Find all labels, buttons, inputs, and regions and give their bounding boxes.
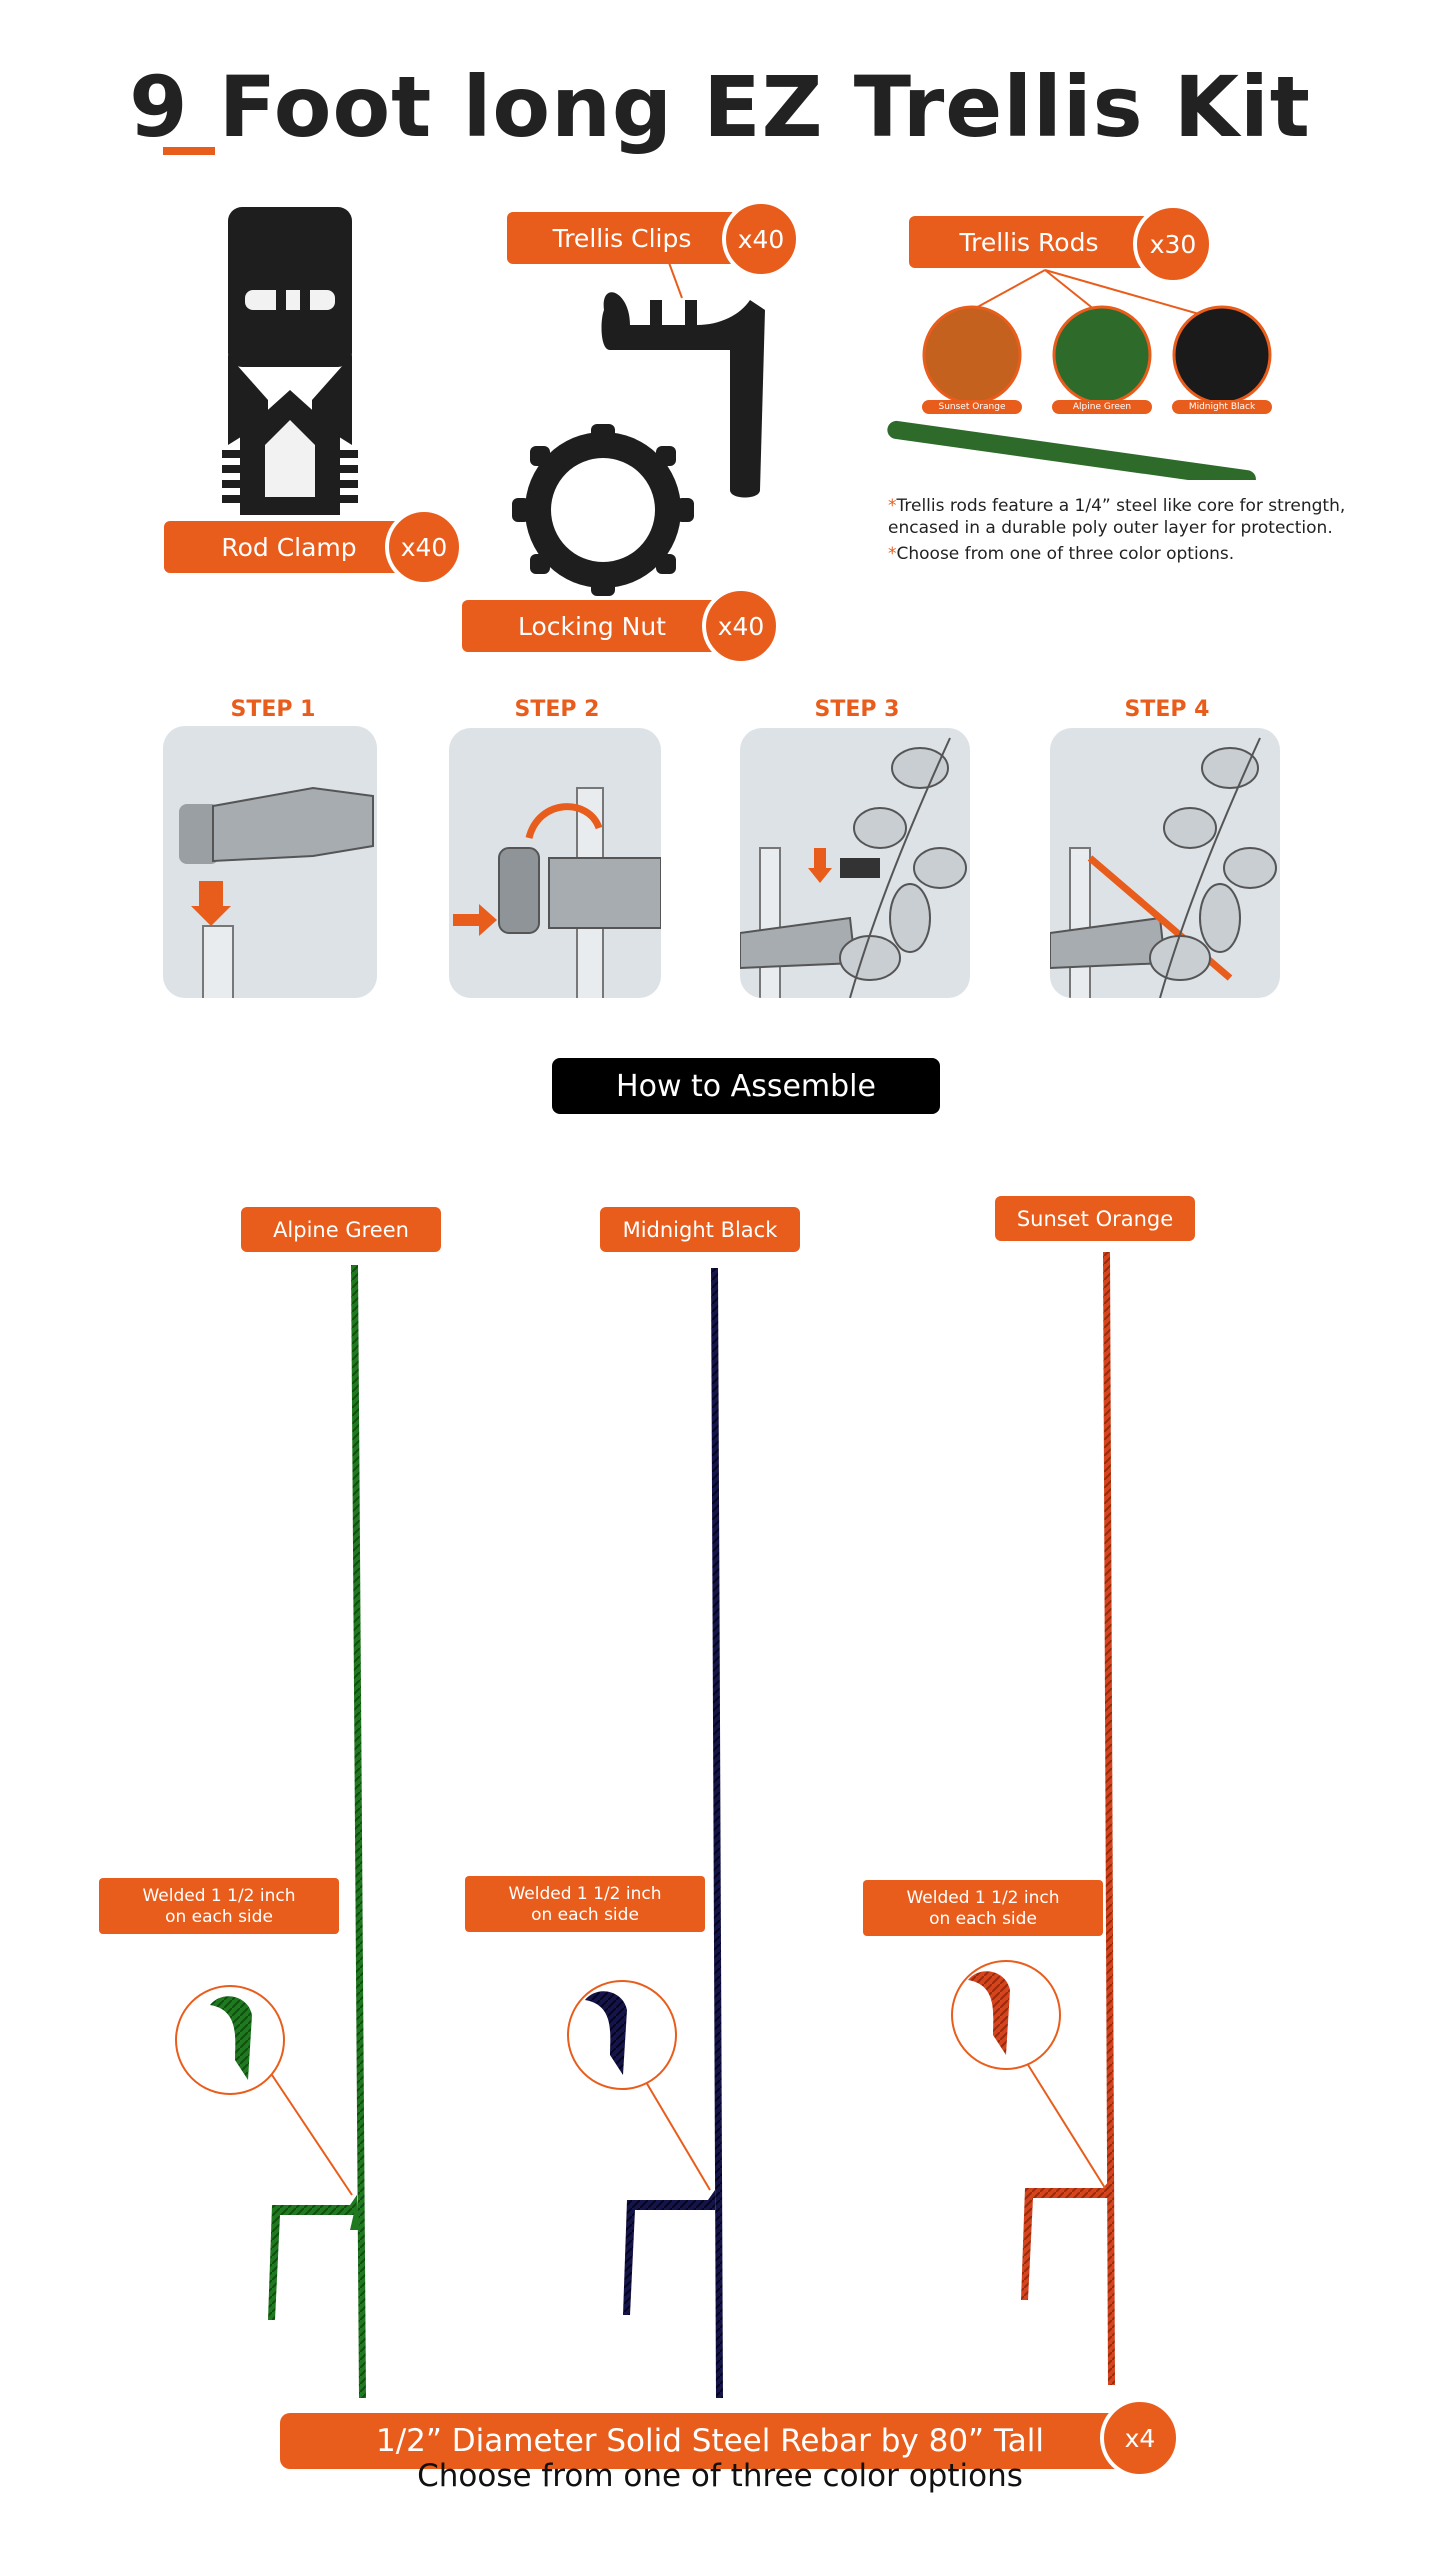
rod-clamp-label: Rod Clamp [164, 521, 414, 573]
trellis-clips-qty-badge: x40 [722, 200, 800, 278]
bottom-caption: Choose from one of three color options [417, 2458, 1023, 2494]
step-2-image [449, 728, 661, 998]
swatch-alpine-green [1052, 305, 1152, 405]
step-4-image [1050, 728, 1280, 998]
trellis-rods-qty-badge: x30 [1133, 204, 1213, 284]
rod-clamp-qty-badge: x40 [385, 508, 463, 586]
note-line-3: Choose from one of three color options. [896, 544, 1235, 564]
trellis-clip-image [601, 260, 765, 498]
rebar-qty-badge: x4 [1100, 2398, 1180, 2478]
stake-label-sunset-orange: Sunset Orange [995, 1196, 1195, 1241]
color-note: *Choose from one of three color options. [888, 544, 1235, 564]
trellis-rods-label: Trellis Rods [909, 216, 1149, 268]
swatch-label-alpine-green: Alpine Green [1052, 400, 1152, 414]
trellis-rods-swatches [887, 269, 1272, 480]
note-line-1: Trellis rods feature a 1/4” steel like c… [896, 496, 1346, 516]
swatch-label-midnight-black: Midnight Black [1172, 400, 1272, 414]
step-1-image [163, 726, 377, 998]
weld-detail-alpine-green [175, 1985, 285, 2095]
swatch-midnight-black [1172, 305, 1272, 405]
step-1-label: STEP 1 [230, 697, 316, 722]
swatch-sunset-orange [922, 305, 1022, 405]
title-underline [163, 147, 215, 155]
locking-nut-qty-badge: x40 [702, 587, 780, 665]
locking-nut-label: Locking Nut [462, 600, 722, 652]
trellis-clips-label: Trellis Clips [507, 212, 737, 264]
step-3-image [740, 728, 970, 998]
note-line-2: encased in a durable poly outer layer fo… [888, 518, 1333, 538]
step-3-label: STEP 3 [814, 697, 900, 722]
stake-midnight-black [623, 1268, 723, 2398]
rod-clamp-image [222, 207, 358, 515]
step-2-label: STEP 2 [514, 697, 600, 722]
stake-alpine-green [268, 1265, 366, 2398]
stake-sunset-orange [1021, 1252, 1115, 2385]
step-4-label: STEP 4 [1124, 697, 1210, 722]
trellis-rod-sample [887, 420, 1256, 480]
rod-note: *Trellis rods feature a 1/4” steel like … [888, 495, 1408, 539]
note-asterisk: * [888, 496, 897, 516]
rebar-stakes [175, 1252, 1115, 2398]
page-title: 9 Foot long EZ Trellis Kit [129, 58, 1311, 156]
rebar-spec-label: 1/2” Diameter Solid Steel Rebar by 80” T… [280, 2413, 1140, 2469]
stake-label-alpine-green: Alpine Green [241, 1207, 441, 1252]
swatch-label-sunset-orange: Sunset Orange [922, 400, 1022, 414]
stake-label-midnight-black: Midnight Black [600, 1207, 800, 1252]
locking-nut-image [512, 424, 694, 596]
how-to-assemble-button[interactable]: How to Assemble [552, 1058, 940, 1114]
